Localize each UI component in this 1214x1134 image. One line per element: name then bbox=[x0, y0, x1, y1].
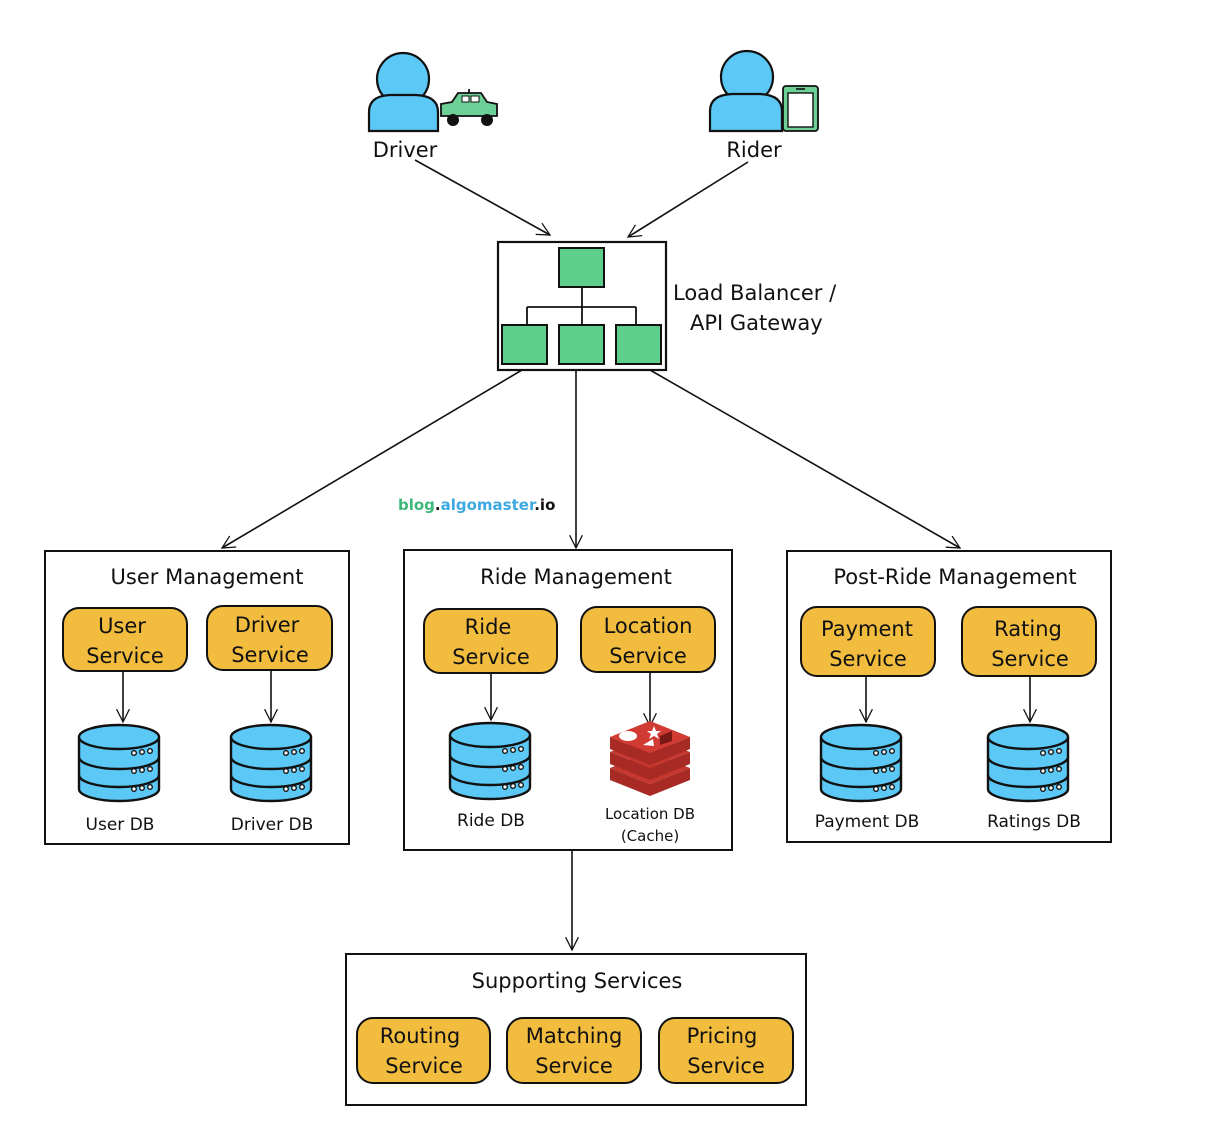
database-icon bbox=[77, 723, 161, 803]
database-icon bbox=[229, 723, 313, 803]
gateway-to-post-ride-arrow bbox=[649, 369, 962, 549]
svg-text:Service: Service bbox=[385, 1054, 463, 1078]
svg-text:Driver: Driver bbox=[235, 613, 300, 637]
post-ride-management-group: Post-Ride Management Payment Service Pay… bbox=[786, 550, 1112, 843]
svg-text:Service: Service bbox=[452, 645, 530, 669]
svg-text:Rating: Rating bbox=[994, 617, 1062, 641]
matching-service[interactable]: Matching Service bbox=[506, 1017, 642, 1084]
person-icon bbox=[708, 49, 784, 133]
gateway-label-line1: Load Balancer / bbox=[673, 281, 837, 305]
db-label: Driver DB bbox=[231, 815, 313, 835]
payment-service[interactable]: Payment Service bbox=[800, 606, 936, 677]
supporting-services-group: Supporting Services Routing Service Matc… bbox=[345, 953, 807, 1106]
database-icon bbox=[448, 721, 532, 801]
svg-text:Pricing: Pricing bbox=[687, 1024, 758, 1048]
svg-text:Service: Service bbox=[609, 644, 687, 668]
database-icon bbox=[986, 723, 1070, 803]
user-management-group: User Management User Service User DB Dri… bbox=[44, 550, 350, 845]
location-service[interactable]: Location Service bbox=[580, 606, 716, 673]
user-service[interactable]: User Service bbox=[62, 607, 188, 672]
driver-actor bbox=[367, 51, 498, 133]
svg-text:Service: Service bbox=[231, 643, 309, 667]
svg-text:Ride: Ride bbox=[465, 615, 512, 639]
db-note: (Cache) bbox=[621, 827, 679, 845]
db-label: User DB bbox=[86, 815, 155, 835]
rider-label: Rider bbox=[726, 138, 782, 162]
ride-service[interactable]: Ride Service bbox=[423, 608, 558, 674]
load-balancer-node bbox=[496, 240, 668, 372]
rider-actor bbox=[708, 49, 819, 133]
person-icon bbox=[367, 51, 440, 133]
rating-service[interactable]: Rating Service bbox=[961, 606, 1097, 677]
database-icon bbox=[819, 723, 903, 803]
svg-text:Matching: Matching bbox=[526, 1024, 623, 1048]
pricing-service[interactable]: Pricing Service bbox=[658, 1017, 794, 1084]
svg-text:Routing: Routing bbox=[380, 1024, 461, 1048]
group-title: Post-Ride Management bbox=[833, 565, 1076, 589]
svg-text:Service: Service bbox=[86, 644, 164, 668]
svg-text:User: User bbox=[98, 614, 146, 638]
watermark: blog.algomaster.io bbox=[398, 496, 555, 514]
db-label: Ratings DB bbox=[987, 812, 1081, 832]
group-title: Supporting Services bbox=[472, 969, 683, 993]
db-label: Payment DB bbox=[815, 812, 920, 832]
gateway-to-user-mgmt-arrow bbox=[220, 369, 523, 549]
svg-text:Payment: Payment bbox=[821, 617, 913, 641]
rider-to-gateway-arrow bbox=[626, 161, 749, 238]
svg-text:Location: Location bbox=[604, 614, 693, 638]
routing-service[interactable]: Routing Service bbox=[356, 1017, 491, 1084]
db-label: Location DB bbox=[605, 805, 695, 823]
gateway-label-line2: API Gateway bbox=[690, 311, 823, 335]
group-title: Ride Management bbox=[480, 565, 672, 589]
svg-text:Service: Service bbox=[829, 647, 907, 671]
svg-text:Service: Service bbox=[535, 1054, 613, 1078]
group-title: User Management bbox=[111, 565, 304, 589]
svg-text:Service: Service bbox=[687, 1054, 765, 1078]
driver-label: Driver bbox=[373, 138, 438, 162]
redis-cache-icon bbox=[610, 721, 690, 796]
phone-icon bbox=[782, 85, 819, 132]
driver-service[interactable]: Driver Service bbox=[206, 605, 333, 671]
hierarchy-icon bbox=[501, 247, 662, 365]
db-label: Ride DB bbox=[457, 811, 525, 831]
ride-management-group: Ride Management Ride Service Ride DB Loc… bbox=[403, 549, 733, 851]
driver-to-gateway-arrow bbox=[414, 159, 552, 236]
car-icon bbox=[440, 89, 498, 126]
svg-text:Service: Service bbox=[991, 647, 1069, 671]
